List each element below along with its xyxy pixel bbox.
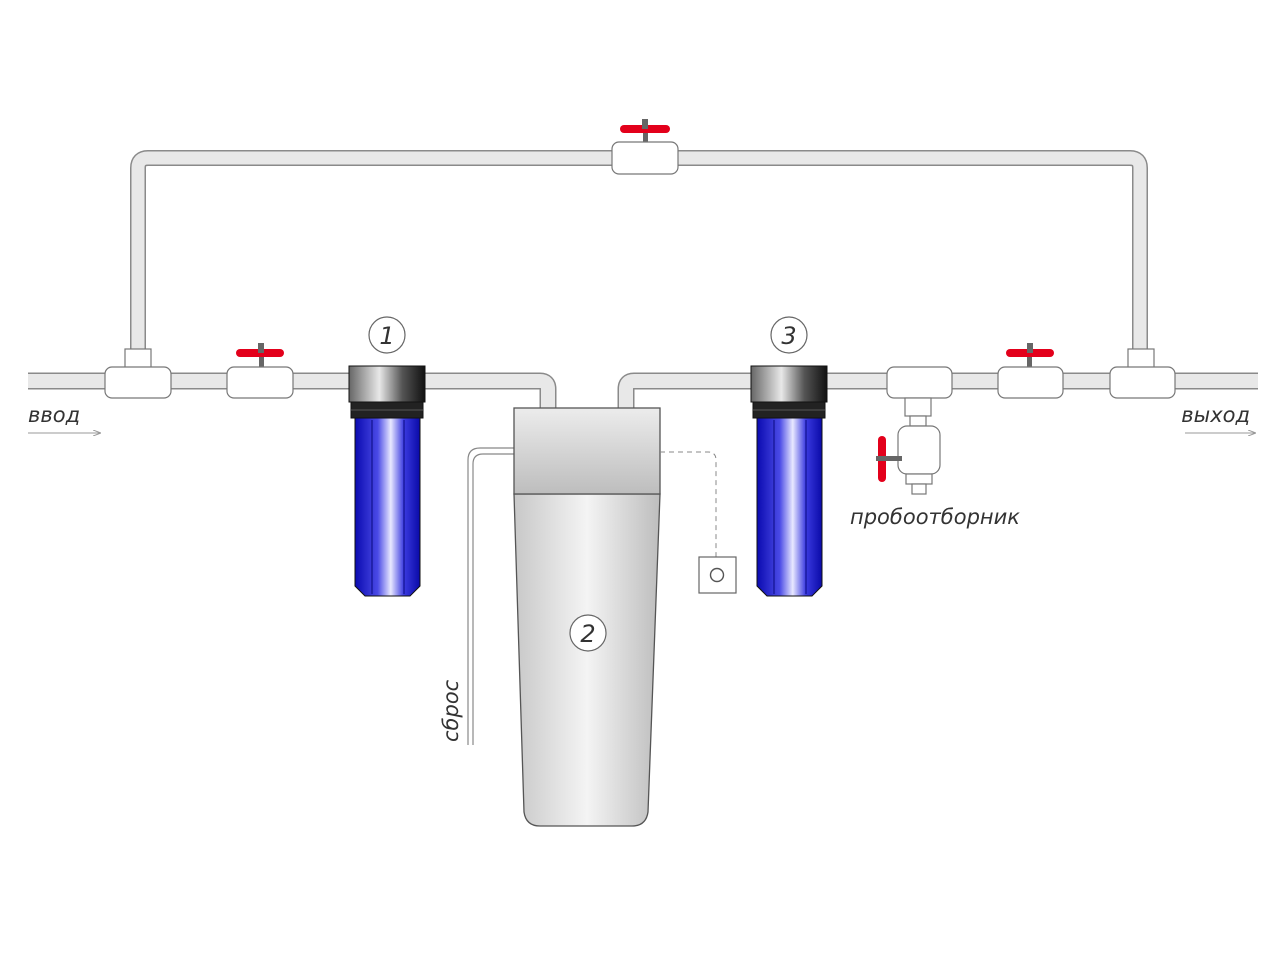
- softener-tank-2[interactable]: [513, 407, 661, 827]
- sampler-tee: [886, 366, 953, 427]
- callout-1-number: 1: [379, 322, 394, 350]
- outlet-valve[interactable]: [997, 343, 1064, 399]
- sampler-label: пробоотборник: [850, 505, 1020, 529]
- valve-handle-icon: [620, 119, 670, 133]
- drain-label: сброс: [439, 679, 463, 742]
- tee-fitting-right: [1109, 348, 1176, 399]
- valve-handle-icon: [1006, 343, 1054, 357]
- bypass-pipe: [130, 150, 1148, 370]
- main-pipe-right: [617, 372, 1258, 408]
- drain-line: [467, 447, 514, 745]
- filter-3[interactable]: [750, 365, 828, 597]
- inlet-label: ввод: [28, 403, 80, 427]
- outlet-label: выход: [1181, 403, 1250, 427]
- callout-3-number: 3: [781, 322, 796, 350]
- callout-2: 2: [569, 614, 607, 652]
- valve-handle-icon: [876, 436, 892, 482]
- inlet-valve[interactable]: [226, 343, 294, 399]
- filter-1[interactable]: [348, 365, 426, 597]
- sampling-valve[interactable]: [876, 425, 941, 495]
- callout-2-number: 2: [580, 620, 595, 648]
- controller-cable: [660, 451, 717, 557]
- controller-box[interactable]: [698, 556, 737, 594]
- callout-1: 1: [368, 316, 406, 354]
- valve-handle-icon: [236, 343, 284, 357]
- main-pipe-left: [28, 372, 557, 408]
- callout-3: 3: [770, 316, 808, 354]
- tee-fitting-left: [104, 348, 172, 399]
- bypass-valve[interactable]: [611, 119, 679, 175]
